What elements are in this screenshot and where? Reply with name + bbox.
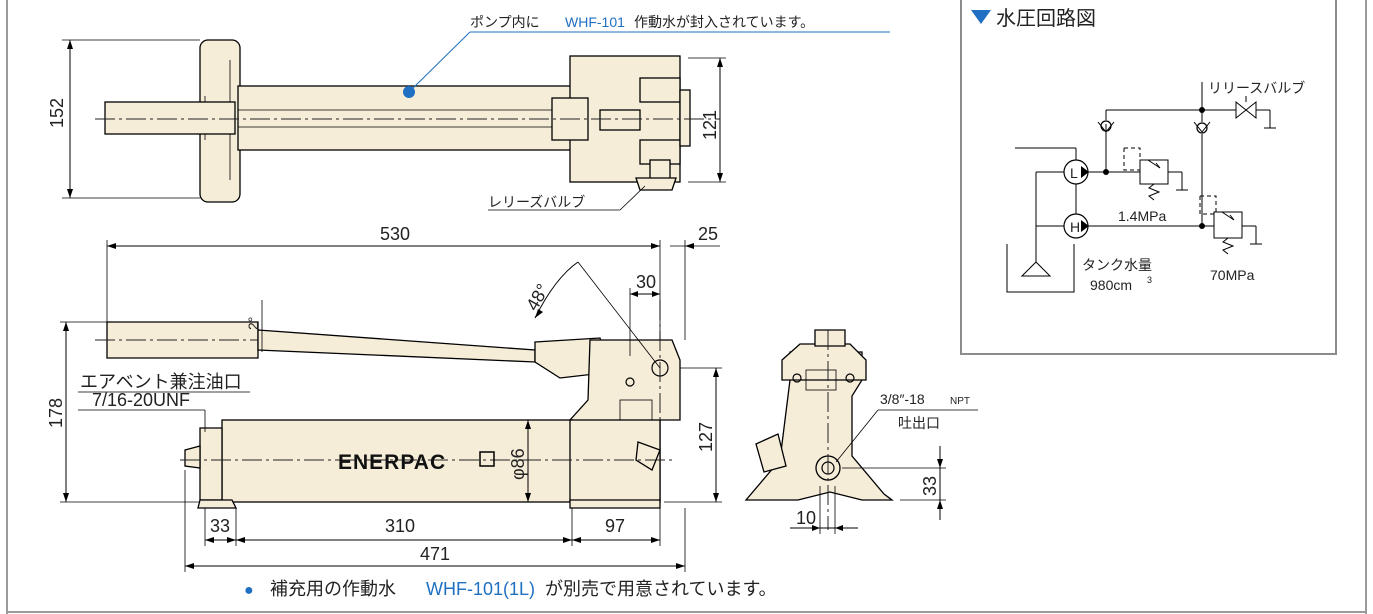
dim-178: 178 [46, 398, 66, 428]
tank-volume-unit: 3 [1147, 275, 1152, 285]
pressure-high: 70MPa [1210, 267, 1255, 283]
dim-phi86: φ86 [508, 448, 528, 480]
pump-high-label: H [1070, 219, 1080, 235]
pressure-low: 1.4MPa [1118, 208, 1166, 224]
note-suffix: 作動水が封入されています。 [634, 14, 814, 30]
tank-volume: 980cm [1090, 277, 1132, 293]
end-view [744, 329, 978, 534]
note-product: WHF-101 [565, 14, 625, 30]
side-view [60, 240, 722, 572]
port-thread-suffix: NPT [950, 396, 970, 407]
circuit-title-marker [971, 10, 991, 24]
top-view [62, 31, 890, 211]
port-label: 吐出口 [898, 415, 940, 431]
dim-10: 10 [796, 508, 816, 528]
dim-48-angle: 48° [522, 280, 553, 314]
side-handle-lever [257, 329, 536, 363]
dim-152: 152 [47, 98, 67, 128]
dim-530: 530 [380, 224, 410, 244]
dim-33-end: 33 [920, 476, 940, 496]
brand-logo-text: ENERPAC [338, 451, 446, 474]
footer-text-pre: 補充用の作動水 [270, 579, 396, 599]
side-release-knob [635, 441, 661, 471]
dim-2-angle: 2° [245, 317, 261, 330]
release-valve-circuit-label: リリースバルブ [1208, 80, 1305, 96]
dim-33-left: 33 [210, 516, 230, 536]
note-text: ポンプ内に [470, 14, 540, 30]
dim-127: 127 [696, 422, 716, 452]
circuit-diagram [1006, 82, 1276, 293]
dim-471: 471 [420, 544, 450, 564]
side-main-tube [221, 419, 573, 503]
vent-label: エアベント兼注油口 [80, 372, 242, 392]
dim-25: 25 [698, 224, 718, 244]
top-release-knob [635, 177, 677, 191]
port-thread: 3/8″-18 [880, 391, 925, 407]
pump-low-label: L [1070, 165, 1078, 181]
dim-310: 310 [385, 516, 415, 536]
tank [1006, 244, 1075, 293]
circuit-title: 水圧回路図 [996, 7, 1096, 30]
circuit-panel [960, 0, 1337, 355]
tank-label: タンク水量 [1082, 257, 1152, 273]
dim-97: 97 [605, 516, 625, 536]
footer-text-post: が別売で用意されています。 [545, 579, 777, 599]
footer-bullet: ● [244, 582, 254, 599]
top-handle [104, 101, 236, 135]
release-valve-symbol [1235, 100, 1257, 120]
release-valve-label: レリーズバルブ [488, 194, 585, 210]
dim-121: 121 [700, 110, 720, 140]
footer-product: WHF-101(1L) [426, 579, 535, 599]
vent-thread: 7/16-20UNF [92, 390, 190, 410]
dim-30: 30 [636, 272, 656, 292]
